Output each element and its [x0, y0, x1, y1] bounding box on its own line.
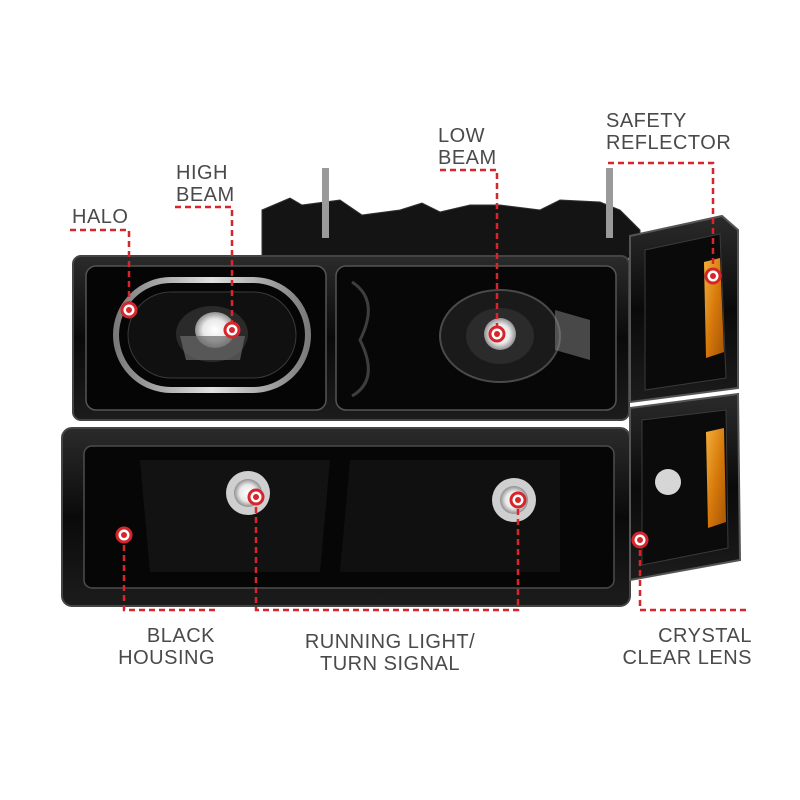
label-low-beam-line1: LOW	[438, 125, 486, 147]
label-low-beam-line2: BEAM	[438, 147, 497, 169]
crystal-clear-lens-leader	[638, 540, 748, 612]
low-beam-marker	[488, 325, 506, 343]
running-light-leader	[254, 497, 520, 612]
label-black-housing: BLACK HOUSING	[100, 625, 215, 669]
safety-reflector-marker	[704, 267, 722, 285]
mounting-bracket	[261, 168, 641, 259]
safety-reflector-leader	[608, 161, 715, 276]
label-safety-reflector-line2: REFLECTOR	[606, 132, 732, 154]
callout-dots	[115, 267, 722, 549]
label-halo-text: HALO	[72, 206, 129, 228]
side-marker-amber	[706, 428, 726, 528]
halo-marker	[120, 301, 138, 319]
label-crystal-clear-lens-line1: CRYSTAL	[658, 625, 752, 647]
label-high-beam-line2: BEAM	[176, 184, 235, 206]
label-running-light-line2: TURN SIGNAL	[320, 653, 460, 675]
headlamp-upper	[72, 255, 630, 421]
corner-lamp-upper	[629, 214, 739, 404]
halo-leader	[70, 228, 131, 310]
label-safety-reflector: SAFETY REFLECTOR	[606, 110, 731, 154]
callout-lines	[70, 161, 748, 612]
bumper-lamp	[61, 427, 631, 607]
running-light-marker-right	[509, 491, 527, 509]
running-light-marker-left	[247, 488, 265, 506]
label-crystal-clear-lens: CRYSTAL CLEAR LENS	[620, 625, 752, 669]
label-low-beam: LOW BEAM	[438, 125, 497, 169]
label-black-housing-line2: HOUSING	[118, 647, 215, 669]
corner-lamp-lower	[629, 392, 742, 582]
halo-ring	[113, 277, 311, 393]
label-high-beam: HIGH BEAM	[176, 162, 235, 206]
crystal-clear-lens-marker	[631, 531, 649, 549]
label-safety-reflector-line1: SAFETY	[606, 110, 687, 132]
label-running-light-line1: RUNNING LIGHT/	[304, 631, 476, 653]
label-running-light: RUNNING LIGHT/ TURN SIGNAL	[295, 631, 485, 675]
high-beam-marker	[223, 321, 241, 339]
black-housing-marker	[115, 526, 133, 544]
label-high-beam-line1: HIGH	[176, 162, 228, 184]
label-crystal-clear-lens-line2: CLEAR LENS	[622, 647, 752, 669]
label-black-housing-line1: BLACK	[146, 625, 215, 647]
black-housing-leader	[122, 535, 215, 612]
label-halo: HALO	[72, 206, 128, 228]
